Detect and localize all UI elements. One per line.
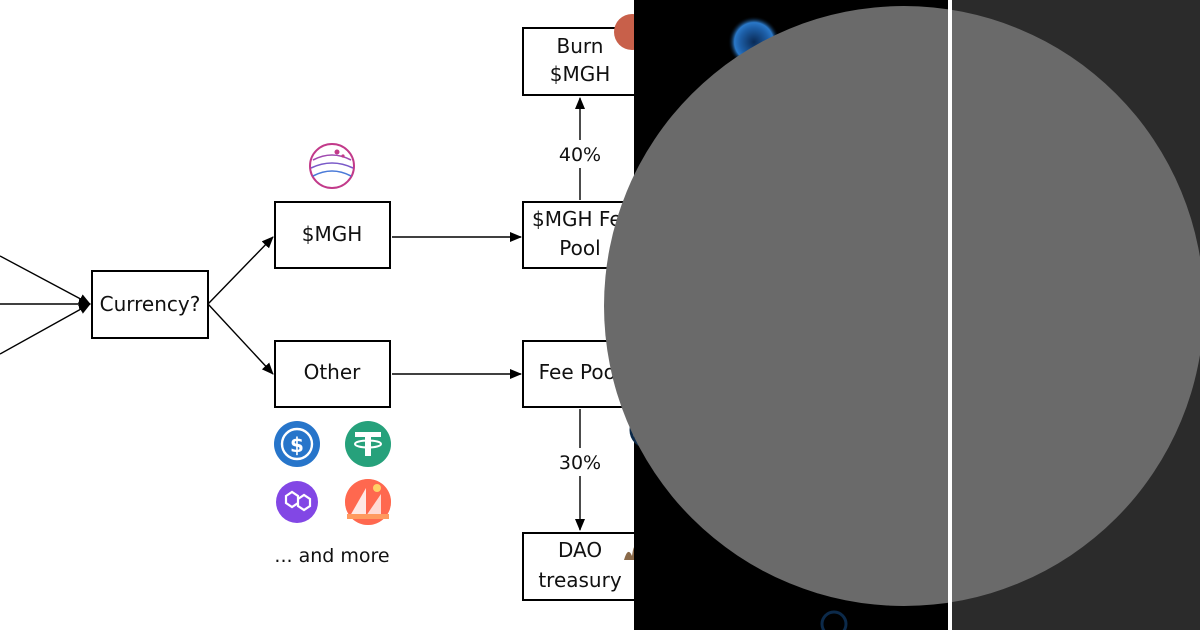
mgh-node bbox=[274, 201, 391, 269]
mgh-fee-pool-label-line2: Pool bbox=[559, 236, 600, 260]
circle-panel bbox=[604, 0, 1200, 630]
usdc-icon: $ bbox=[274, 421, 320, 467]
edge-currency-mgh bbox=[207, 236, 274, 305]
other-node-label: Other bbox=[304, 360, 362, 384]
incoming-edge-3 bbox=[0, 303, 91, 355]
dao-node-label-line1: DAO bbox=[558, 538, 602, 562]
edge-label-40: 40% bbox=[559, 144, 601, 166]
svg-text:$: $ bbox=[290, 433, 304, 457]
decentraland-icon bbox=[345, 479, 391, 525]
tether-icon bbox=[345, 421, 391, 467]
burn-node-label-line1: Burn bbox=[557, 34, 604, 58]
more-tokens-text: ... and more bbox=[274, 545, 389, 567]
currency-node-label: Currency? bbox=[100, 292, 201, 316]
other-node bbox=[274, 340, 391, 408]
edge-label-30: 30% bbox=[559, 452, 601, 474]
gray-circle bbox=[604, 6, 1200, 606]
dao-node bbox=[522, 532, 639, 601]
mgh-node-label: $MGH bbox=[302, 222, 363, 246]
incoming-edge-1 bbox=[0, 255, 91, 305]
polygon-icon bbox=[276, 481, 318, 523]
flow-diagram: Currency? $MGH Other $ bbox=[0, 14, 650, 601]
fee-pool-node-label: Fee Pool bbox=[539, 360, 622, 384]
mgh-logo-icon bbox=[309, 143, 355, 189]
edge-currency-other bbox=[207, 303, 274, 375]
dao-node-label-line2: treasury bbox=[538, 568, 622, 592]
burn-node-label-line2: $MGH bbox=[550, 62, 611, 86]
